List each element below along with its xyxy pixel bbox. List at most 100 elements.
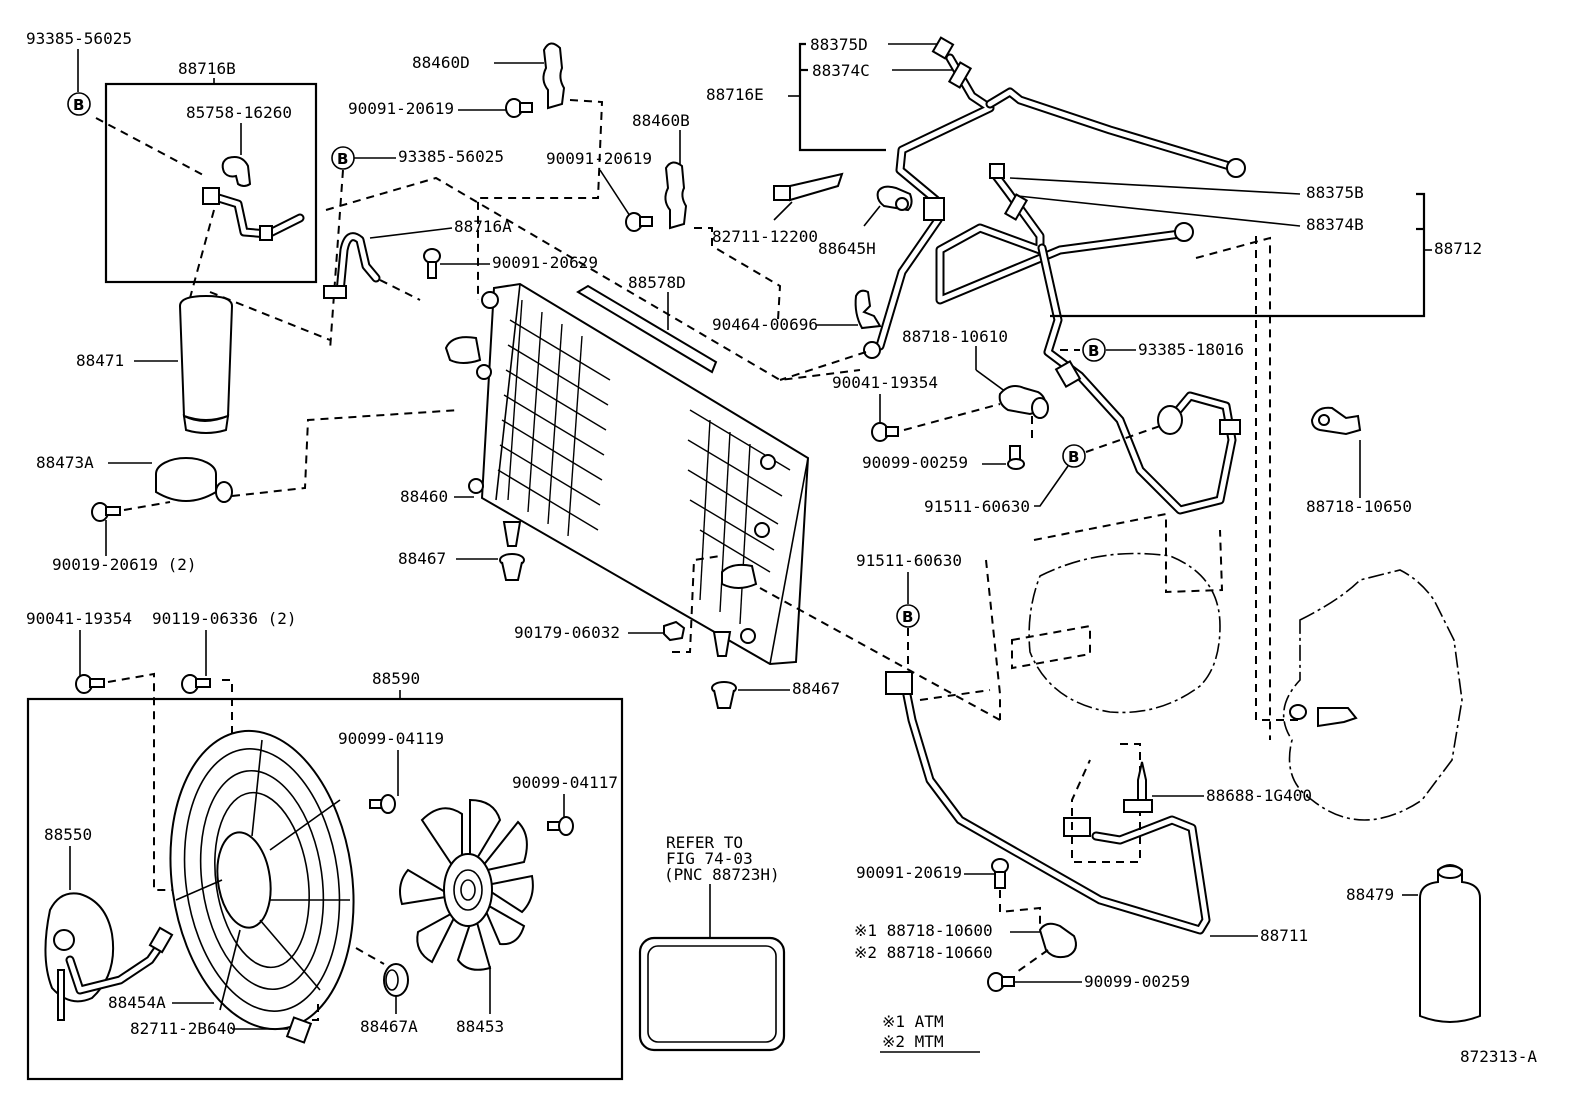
label-90099-04119[interactable]: 90099-04119 (338, 729, 444, 748)
pipe-88716A[interactable] (323, 232, 381, 299)
connector-82711-2B640-icon[interactable] (285, 1016, 313, 1044)
label-88473A[interactable]: 88473A (36, 453, 94, 472)
receiver-drier-88471[interactable] (178, 294, 234, 434)
label-90464-00696[interactable]: 90464-00696 (712, 315, 818, 334)
label-90119-06336[interactable]: 90119-06336 (2) (152, 609, 297, 628)
label-82711-12200[interactable]: 82711-12200 (712, 227, 818, 246)
clamp-88718-10610[interactable] (998, 385, 1049, 419)
bolt-90099-00259-icon[interactable] (1007, 445, 1025, 470)
label-88460B[interactable]: 88460B (632, 111, 690, 130)
label-90091-20619-c[interactable]: 90091-20619 (856, 863, 962, 882)
label-88590[interactable]: 88590 (372, 669, 420, 688)
dryer-88479[interactable] (1419, 864, 1481, 1023)
fan-blade-88453[interactable] (399, 798, 534, 971)
assembly-dashline (1255, 236, 1300, 721)
label-93385-18016[interactable]: 93385-18016 (1138, 340, 1244, 359)
label-88716B[interactable]: 88716B (178, 59, 236, 78)
label-90091-20629[interactable]: 90091-20629 (492, 253, 598, 272)
label-82711-2B640[interactable]: 82711-2B640 (130, 1019, 236, 1038)
label-93385-56025-b[interactable]: 93385-56025 (398, 147, 504, 166)
bolt-90091-20619-b-icon[interactable] (625, 212, 653, 232)
grommet-88467-icon[interactable] (499, 553, 525, 581)
note-refer-line3[interactable]: (PNC 88723H) (664, 865, 780, 884)
bolt-90099-04119-icon[interactable] (369, 794, 396, 814)
label-88374B[interactable]: 88374B (1306, 215, 1364, 234)
bolt-90091-20619-icon[interactable] (505, 98, 533, 118)
clamp-88718-10600[interactable] (1038, 922, 1077, 959)
bracket-88460D[interactable] (542, 42, 566, 110)
assembly-dashline (209, 291, 331, 341)
bracket-88473A[interactable] (155, 457, 233, 503)
label-90019-20619[interactable]: 90019-20619 (2) (52, 555, 197, 574)
bolt-90091-20629-icon[interactable] (423, 248, 441, 279)
label-90091-20619[interactable]: 90091-20619 (348, 99, 454, 118)
label-90099-04117[interactable]: 90099-04117 (512, 773, 618, 792)
label-93385-56025[interactable]: 93385-56025 (26, 29, 132, 48)
clamp-88718-10650[interactable] (1310, 406, 1362, 436)
label-90041-19354[interactable]: 90041-19354 (832, 373, 938, 392)
bracket-88460B[interactable] (664, 161, 688, 230)
fan-shroud-88454A[interactable] (152, 719, 372, 1041)
label-88471[interactable]: 88471 (76, 351, 124, 370)
gasket-88723H[interactable] (638, 936, 786, 1052)
pipe-88712[interactable] (935, 163, 1241, 515)
label-88467-a[interactable]: 88467 (398, 549, 446, 568)
label-88578D[interactable]: 88578D (628, 273, 686, 292)
bolt-88688-1G400-icon[interactable] (1123, 761, 1153, 813)
label-88716E[interactable]: 88716E (706, 85, 764, 104)
bolt-90119-06336-icon[interactable] (181, 674, 211, 694)
label-90041-19354-b[interactable]: 90041-19354 (26, 609, 132, 628)
bolt-90091-20619-c-icon[interactable] (991, 858, 1009, 889)
label-88688-1G400[interactable]: 88688-1G400 (1206, 786, 1312, 805)
label-88460D[interactable]: 88460D (412, 53, 470, 72)
bolt-90099-04117-icon[interactable] (547, 816, 574, 836)
bolt-90041-19354-icon[interactable] (871, 422, 899, 442)
condenser-88460[interactable] (444, 282, 810, 666)
label-88454A[interactable]: 88454A (108, 993, 166, 1012)
fan-motor-88550[interactable] (44, 892, 174, 1021)
nut-90179-06032-icon[interactable] (663, 620, 686, 642)
label-88718-10600[interactable]: ※1 88718-10600 (854, 921, 993, 940)
label-88645H[interactable]: 88645H (818, 239, 876, 258)
bolt-90099-00259-b-icon[interactable] (987, 972, 1015, 992)
assembly-dashline (999, 890, 1041, 924)
label-88718-10660[interactable]: ※2 88718-10660 (854, 943, 993, 962)
group-box-88716B (104, 82, 318, 284)
label-88718-10650[interactable]: 88718-10650 (1306, 497, 1412, 516)
pressure-switch-88645H-icon[interactable] (876, 185, 913, 212)
assembly-dashline (231, 409, 461, 497)
label-85758-16260[interactable]: 85758-16260 (186, 103, 292, 122)
clamp-90464-00696[interactable] (854, 289, 882, 330)
pipe-88716B[interactable] (202, 187, 305, 241)
label-90091-20619-b[interactable]: 90091-20619 (546, 149, 652, 168)
spacer-88467A-icon[interactable] (383, 963, 409, 997)
label-88716A[interactable]: 88716A (454, 217, 512, 236)
o-ring-part-icon[interactable] (221, 156, 252, 187)
label-88467A[interactable]: 88467A (360, 1017, 418, 1036)
label-88460[interactable]: 88460 (400, 487, 448, 506)
grommet-88467-b-icon[interactable] (711, 681, 737, 709)
label-88467-b[interactable]: 88467 (792, 679, 840, 698)
label-91511-60630-b[interactable]: 91511-60630 (856, 551, 962, 570)
legend-atm: ※1 ATM (882, 1012, 944, 1031)
label-88718-10610[interactable]: 88718-10610 (902, 327, 1008, 346)
seal-88578D[interactable] (576, 284, 718, 374)
label-88374C[interactable]: 88374C (812, 61, 870, 80)
pipe-88716E[interactable] (863, 36, 1246, 359)
hose-88711[interactable] (885, 671, 1211, 935)
label-88479[interactable]: 88479 (1346, 885, 1394, 904)
label-91511-60630[interactable]: 91511-60630 (924, 497, 1030, 516)
condenser-foot (502, 521, 522, 547)
connector-82711-12200-icon[interactable] (773, 172, 844, 202)
label-88375D[interactable]: 88375D (810, 35, 868, 54)
bolt-90041-19354-b-icon[interactable] (75, 674, 105, 694)
label-88712[interactable]: 88712 (1434, 239, 1482, 258)
label-90179-06032[interactable]: 90179-06032 (514, 623, 620, 642)
label-88453[interactable]: 88453 (456, 1017, 504, 1036)
label-90099-00259-b[interactable]: 90099-00259 (1084, 972, 1190, 991)
label-90099-00259[interactable]: 90099-00259 (862, 453, 968, 472)
label-88711[interactable]: 88711 (1260, 926, 1308, 945)
label-88375B[interactable]: 88375B (1306, 183, 1364, 202)
label-88550[interactable]: 88550 (44, 825, 92, 844)
bolt-90019-20619-icon[interactable] (91, 502, 121, 522)
